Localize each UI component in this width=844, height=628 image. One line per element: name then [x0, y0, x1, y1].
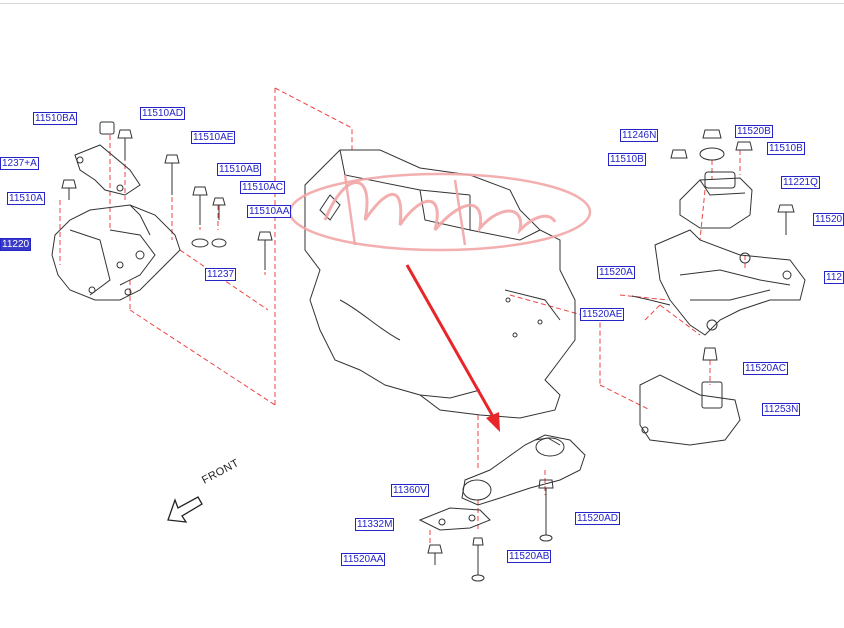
- part-label-11520AD[interactable]: 11520AD: [575, 512, 620, 525]
- part-label-11510AA[interactable]: 11510AA: [247, 205, 292, 218]
- part-label-11253N[interactable]: 11253N: [762, 403, 801, 416]
- part-label-11520AC[interactable]: 11520AC: [743, 362, 788, 375]
- part-label-11510A[interactable]: 11510A: [7, 192, 45, 205]
- part-label-11221Q[interactable]: 11221Q: [781, 176, 820, 189]
- part-label-11520A[interactable]: 11520A: [597, 266, 635, 279]
- part-label-112-edge[interactable]: 112: [824, 271, 844, 284]
- part-label-11237-a[interactable]: 1237+A: [0, 157, 39, 170]
- engine-block: [304, 149, 576, 419]
- part-label-11520B[interactable]: 11520B: [735, 125, 773, 138]
- torque-rod: [461, 434, 586, 542]
- part-label-11220[interactable]: 11220: [0, 238, 32, 251]
- part-label-11510B-right[interactable]: 11510B: [767, 142, 805, 155]
- part-label-11246N[interactable]: 11246N: [620, 129, 659, 142]
- right-bracket-frame: [654, 204, 806, 336]
- part-label-11520AB[interactable]: 11520AB: [507, 550, 552, 563]
- part-label-11360V[interactable]: 11360V: [391, 484, 429, 497]
- right-lower-mount: [631, 295, 741, 446]
- part-label-11510AC[interactable]: 11510AC: [240, 181, 285, 194]
- part-label-11510BA[interactable]: 11510BA: [33, 112, 78, 125]
- part-label-11510AD[interactable]: 11510AD: [140, 107, 185, 120]
- part-label-11520AA[interactable]: 11520AA: [341, 553, 386, 566]
- small-bracket: [418, 507, 491, 582]
- left-bolts: [61, 121, 273, 270]
- part-label-11237[interactable]: 11237: [205, 268, 237, 281]
- top-border: [0, 3, 844, 4]
- left-mount-bracket: [51, 204, 181, 301]
- part-label-11510AB[interactable]: 11510AB: [217, 163, 262, 176]
- part-label-11510B-left[interactable]: 11510B: [608, 153, 646, 166]
- right-mount-upper: [670, 129, 753, 229]
- part-label-11332M[interactable]: 11332M: [355, 518, 395, 531]
- part-label-11510AE[interactable]: 11510AE: [191, 131, 236, 144]
- watermark-logo: [288, 172, 592, 252]
- front-arrow: [167, 496, 203, 523]
- part-label-11520AE[interactable]: 11520AE: [580, 308, 625, 321]
- upper-left-plate: [74, 144, 141, 196]
- red-pointer-arrow: [405, 264, 500, 432]
- part-label-11520-edge[interactable]: 11520: [813, 213, 844, 226]
